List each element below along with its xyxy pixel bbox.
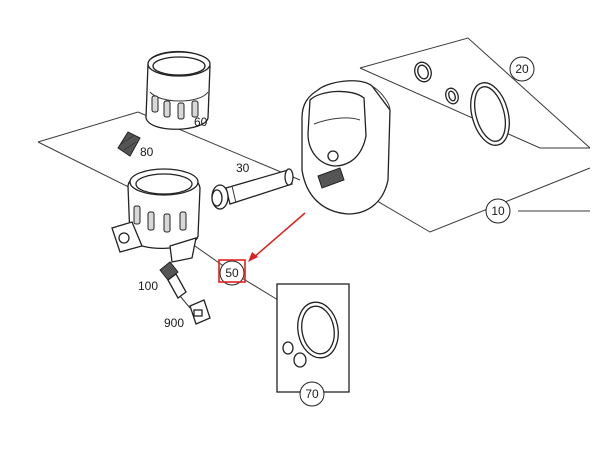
filter-housing[interactable] bbox=[111, 168, 201, 263]
plane-10 bbox=[371, 167, 591, 233]
label-part-70[interactable]: 70 bbox=[305, 387, 319, 401]
label-part-100[interactable]: 100 bbox=[138, 279, 158, 293]
filter-cap-part-60[interactable] bbox=[145, 50, 211, 130]
seal-kit-part-20[interactable] bbox=[412, 60, 516, 150]
label-part-900[interactable]: 900 bbox=[164, 316, 184, 330]
label-part-60[interactable]: 60 bbox=[194, 115, 208, 129]
callout-circle-20 bbox=[509, 56, 535, 82]
plane-20-top bbox=[359, 37, 591, 149]
label-part-50[interactable]: 50 bbox=[225, 266, 239, 280]
highlight-arrow bbox=[248, 212, 306, 262]
highlight-box bbox=[218, 259, 246, 283]
label-part-10[interactable]: 10 bbox=[491, 204, 505, 218]
filter-insert-part-80[interactable] bbox=[117, 131, 141, 157]
plane-20-bottom bbox=[359, 67, 590, 149]
plane-edge-upper bbox=[37, 111, 301, 181]
callout-circle-70 bbox=[299, 381, 325, 407]
callout-circle-10 bbox=[485, 198, 511, 224]
label-part-80[interactable]: 80 bbox=[140, 145, 154, 159]
label-part-30[interactable]: 30 bbox=[236, 161, 250, 175]
connector-part-900[interactable] bbox=[189, 299, 211, 325]
gasket-set-part-70[interactable] bbox=[276, 283, 350, 393]
label-part-20[interactable]: 20 bbox=[515, 62, 529, 76]
callout-circle-50 bbox=[219, 260, 245, 286]
housing-part-10[interactable] bbox=[301, 80, 391, 215]
pipe-part-30[interactable] bbox=[211, 168, 294, 210]
sensor-part-100[interactable] bbox=[159, 261, 191, 309]
